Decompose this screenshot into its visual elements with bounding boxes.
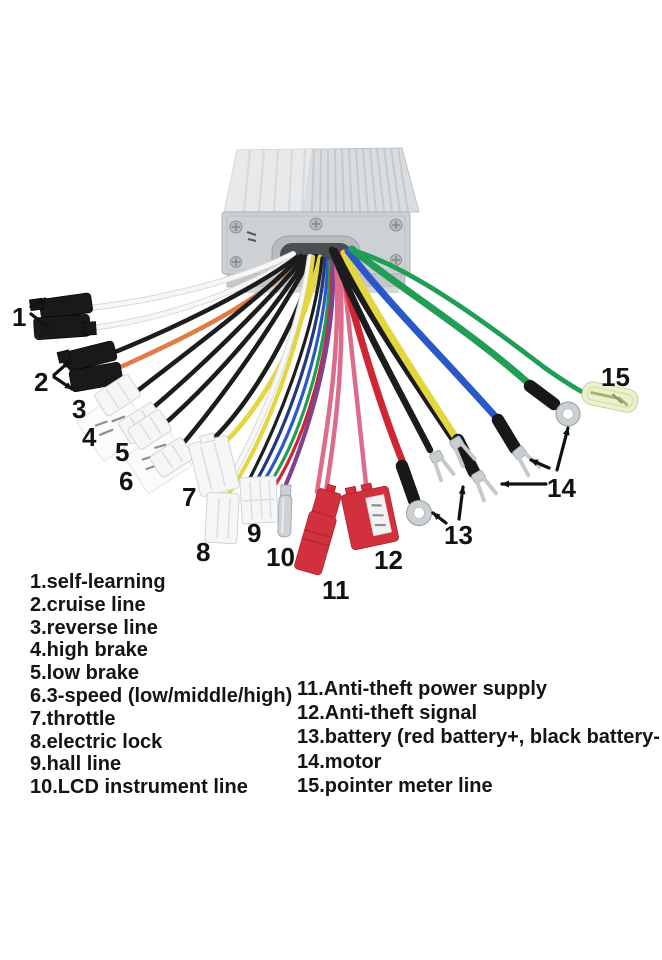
wire-cruise-black bbox=[107, 254, 300, 357]
wire-number-8: 8 bbox=[196, 537, 210, 567]
wire-number-10: 10 bbox=[266, 542, 295, 572]
faceplate-printed-marking bbox=[246, 231, 257, 242]
legend-item-12: 12.Anti-theft signal bbox=[297, 702, 478, 725]
wire-hall-navy bbox=[255, 257, 327, 482]
connector-15-pointer-bullet bbox=[581, 381, 639, 413]
connector-1-self-learning bbox=[29, 292, 97, 340]
arrow-2b bbox=[52, 375, 74, 391]
arrow-14-blue bbox=[529, 458, 551, 470]
arrow-13-ring bbox=[431, 511, 448, 525]
wire-number-15: 15 bbox=[601, 362, 630, 392]
wire-number-12: 12 bbox=[374, 545, 403, 575]
fork-terminal-battery-black bbox=[449, 435, 477, 469]
legend-item-15: 15.pointer meter line bbox=[297, 774, 493, 797]
heatshrink-motor-green bbox=[523, 379, 561, 411]
wire-antitheft-power-pink bbox=[314, 257, 340, 495]
connector-5-6-lowbrake-3speed bbox=[124, 409, 194, 494]
wire-number-labels: 1 2 3 4 5 6 7 8 9 10 11 12 13 14 15 bbox=[12, 302, 630, 605]
wire-number-3: 3 bbox=[72, 394, 86, 424]
legend-item-2: 2.cruise line bbox=[30, 593, 146, 616]
legend-item-1: 1.self-learning bbox=[30, 571, 166, 593]
legend-item-3: 3.reverse line bbox=[30, 616, 158, 639]
wire-number-11: 11 bbox=[322, 575, 350, 605]
wire-self-learning-white bbox=[87, 251, 296, 311]
wire-number-9: 9 bbox=[247, 518, 261, 548]
wire-motor-blue bbox=[344, 247, 506, 428]
legend-item-14: 14.motor bbox=[297, 750, 382, 773]
connector-7-throttle bbox=[188, 432, 240, 497]
connector-8-electric-lock bbox=[204, 491, 240, 545]
arrow-1b bbox=[29, 312, 51, 330]
legend-item-5: 5.low brake bbox=[30, 662, 139, 685]
wiring-illustration: 1 2 3 4 5 6 7 8 9 10 11 12 13 14 15 bbox=[12, 147, 639, 605]
wire-number-1: 1 bbox=[12, 302, 26, 332]
wire-harness bbox=[86, 245, 591, 501]
wire-number-7: 7 bbox=[182, 482, 196, 512]
wire-number-2: 2 bbox=[34, 367, 48, 397]
legend-item-8: 8.electric lock bbox=[30, 730, 163, 753]
connector-11-antitheft-power-sm-plug bbox=[294, 483, 342, 576]
wire-number-6: 6 bbox=[119, 466, 133, 496]
heatshrink-motor-blue bbox=[491, 413, 522, 455]
legend-item-13: 13.battery (red battery+, black battery- bbox=[297, 726, 660, 749]
wire-battery-black bbox=[331, 247, 456, 442]
connector-12-antitheft-signal bbox=[341, 482, 399, 551]
legend-item-7: 7.throttle bbox=[30, 707, 116, 730]
wire-lock-yellow bbox=[223, 254, 316, 501]
ring-terminal-motor-green bbox=[555, 401, 581, 427]
wire-3speed-black bbox=[173, 254, 314, 455]
wire-antitheft-power-pink bbox=[322, 258, 344, 500]
wire-pointer-meter-green bbox=[352, 248, 591, 398]
wire-motor-yellow bbox=[340, 249, 464, 448]
legend-item-11: 11.Anti-theft power supply bbox=[297, 678, 548, 700]
wire-low-brake-black bbox=[157, 254, 311, 431]
connector-9-hall bbox=[239, 475, 279, 525]
wire-hall-green bbox=[269, 259, 332, 484]
arrow-1a bbox=[29, 297, 47, 309]
legend-item-4: 4.high brake bbox=[30, 639, 148, 662]
arrow-14-green bbox=[555, 426, 570, 472]
arrow-13-fork bbox=[457, 485, 466, 521]
controller-top-highlight bbox=[224, 149, 312, 213]
controller-cooling-fins bbox=[243, 147, 409, 213]
legend-item-6: 6.3-speed (low/middle/high) bbox=[30, 684, 293, 707]
arrow-2a bbox=[52, 359, 72, 377]
controller-box bbox=[221, 147, 420, 293]
ring-terminal-battery-red bbox=[406, 500, 432, 526]
wire-number-13: 13 bbox=[444, 520, 473, 550]
wire-lcd-purple bbox=[281, 258, 336, 492]
wire-number-4: 4 bbox=[82, 422, 97, 452]
wire-motor-green bbox=[348, 245, 540, 394]
legend-item-10: 10.LCD instrument line bbox=[30, 776, 248, 799]
connector-10-lcd-bullet-terminal bbox=[277, 484, 293, 538]
legend-left-column: 1.self-learning 2.cruise line 3.reverse … bbox=[30, 571, 292, 799]
legend-item-9: 9.hall line bbox=[30, 753, 122, 776]
wire-hall-blue bbox=[262, 258, 330, 483]
wire-number-14: 14 bbox=[547, 473, 576, 503]
annotation-arrows bbox=[29, 297, 570, 525]
heatshrink-battery-red bbox=[395, 459, 421, 507]
legend-right-column: 11.Anti-theft power supply 12.Anti-theft… bbox=[297, 677, 660, 798]
wire-number-5: 5 bbox=[115, 437, 129, 467]
wire-hall-black bbox=[248, 256, 324, 480]
fork-terminal-battery-black bbox=[429, 449, 456, 483]
wire-reverse-black bbox=[133, 253, 304, 395]
fork-terminal-motor-yellow bbox=[471, 469, 499, 503]
wire-battery-black bbox=[328, 246, 434, 454]
wire-high-brake-black bbox=[145, 254, 308, 415]
end-plate-screws bbox=[229, 217, 403, 268]
